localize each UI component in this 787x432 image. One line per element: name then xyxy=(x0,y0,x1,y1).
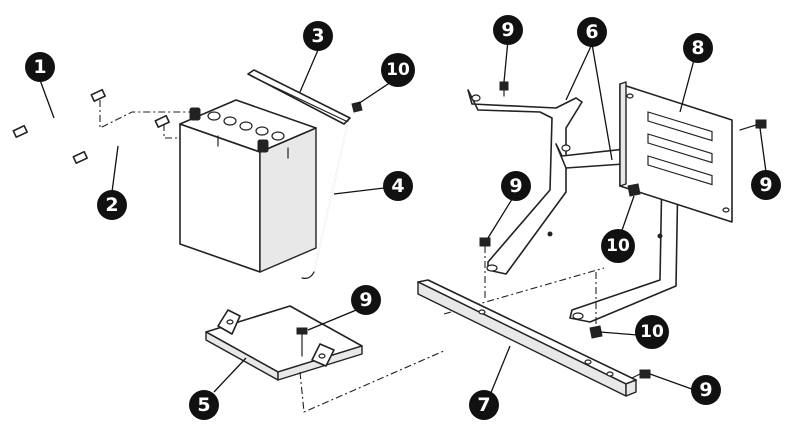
part-4-hold-down-rod xyxy=(301,121,349,279)
callout-9-b-label: 9 xyxy=(759,174,772,196)
callout-10-a-label: 10 xyxy=(386,60,410,80)
bolt-9-frame xyxy=(479,237,491,300)
callout-3-label: 3 xyxy=(311,25,324,47)
bolt-9-upper-left xyxy=(499,81,509,97)
callout-9-d-label: 9 xyxy=(359,289,372,311)
bolt-9-bottom-right xyxy=(631,369,651,379)
callout-10-b-label: 10 xyxy=(606,236,630,256)
callout-2-label: 2 xyxy=(105,194,118,216)
callout-9-a-label: 9 xyxy=(501,19,514,41)
callout-10-c: 10 xyxy=(635,315,669,349)
part-7-frame-bar xyxy=(417,279,637,397)
part-5-battery-tray xyxy=(205,305,363,381)
callout-9-b: 9 xyxy=(751,170,781,200)
part-3-hold-down-bar xyxy=(247,69,351,125)
callout-10-c-label: 10 xyxy=(640,322,664,342)
callout-4: 4 xyxy=(383,171,413,201)
assembly-line xyxy=(299,349,447,413)
callout-3: 3 xyxy=(303,21,333,51)
callout-4-label: 4 xyxy=(391,175,404,197)
callout-8-label: 8 xyxy=(691,37,704,59)
callout-10-b: 10 xyxy=(601,229,635,263)
callout-1-label: 1 xyxy=(33,56,46,78)
nut-10-c xyxy=(589,272,603,339)
nut-10-a xyxy=(351,101,363,113)
nut-10-b xyxy=(627,183,641,197)
callout-7: 7 xyxy=(469,390,499,420)
callout-2: 2 xyxy=(97,190,127,220)
callout-6-label: 6 xyxy=(585,21,598,43)
callout-6: 6 xyxy=(577,17,607,47)
callout-9-e-label: 9 xyxy=(699,379,712,401)
callout-9-d: 9 xyxy=(351,285,381,315)
callout-10-a: 10 xyxy=(381,53,415,87)
callout-9-e: 9 xyxy=(691,375,721,405)
callout-9-a: 9 xyxy=(493,15,523,45)
callout-5: 5 xyxy=(189,390,219,420)
callout-1: 1 xyxy=(25,52,55,82)
callout-9-c: 9 xyxy=(501,171,531,201)
callout-5-label: 5 xyxy=(197,394,210,416)
bolt-9-right xyxy=(739,119,767,131)
battery xyxy=(179,99,317,273)
callout-7-label: 7 xyxy=(477,394,490,416)
part-8-mounting-plate xyxy=(619,81,733,223)
part-2-battery-cable xyxy=(72,114,170,164)
assembly-line xyxy=(443,267,605,315)
callout-9-c-label: 9 xyxy=(509,175,522,197)
cable-routing-line xyxy=(99,100,196,129)
callout-8: 8 xyxy=(683,33,713,63)
part-1-battery-cable xyxy=(12,88,106,138)
